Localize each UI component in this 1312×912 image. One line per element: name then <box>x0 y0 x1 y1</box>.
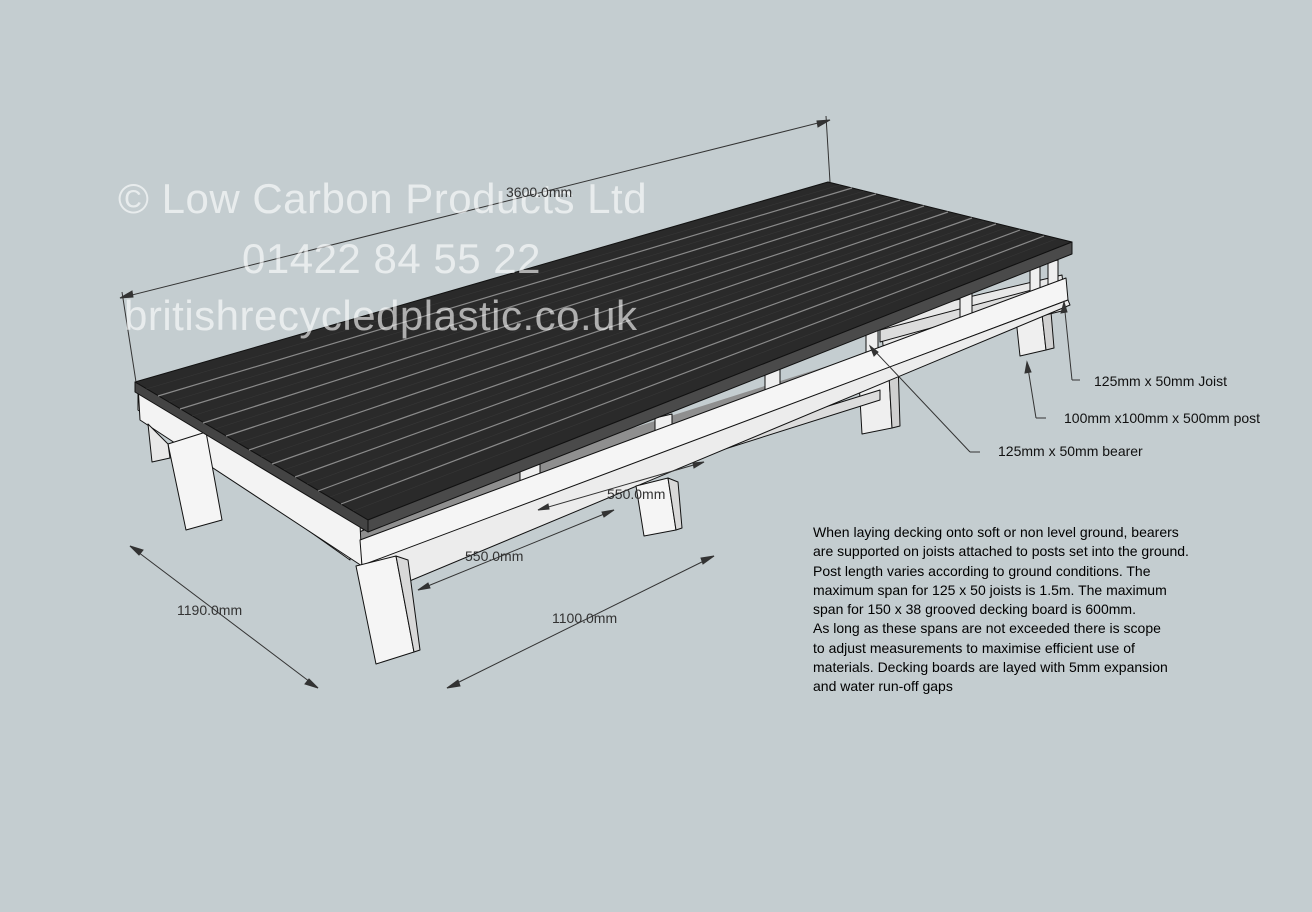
installation-note: When laying decking onto soft or non lev… <box>813 523 1273 697</box>
callout-post: 100mm x100mm x 500mm post <box>1064 410 1261 426</box>
dimension-width: 1190.0mm <box>177 602 243 618</box>
note-line: to adjust measurements to maximise effic… <box>813 639 1135 656</box>
watermark-website: britishrecycledplastic.co.uk <box>124 292 638 339</box>
dimension-length: 3600.0mm <box>506 184 573 200</box>
dimension-bearer-spacing-front: 550.0mm <box>465 548 524 564</box>
dimension-post-spacing: 1100.0mm <box>552 610 618 626</box>
watermark-company: © Low Carbon Products Ltd <box>118 175 648 222</box>
deck-left-edge <box>134 381 369 533</box>
note-line: are supported on joists attached to post… <box>813 543 1189 560</box>
dimension-bearer-spacing-back: 550.0mm <box>607 486 666 502</box>
callout-bearer: 125mm x 50mm bearer <box>998 443 1143 459</box>
callout-joist: 125mm x 50mm Joist <box>1094 373 1228 389</box>
note-line: Post length varies according to ground c… <box>813 562 1151 579</box>
watermark-phone: 01422 84 55 22 <box>242 235 541 282</box>
note-line: span for 150 x 38 grooved decking board … <box>813 601 1136 618</box>
note-line: When laying decking onto soft or non lev… <box>813 524 1179 540</box>
post-front-left <box>167 431 223 531</box>
board-gaps <box>157 187 1045 505</box>
dimension-lines <box>119 115 1080 689</box>
note-line: As long as these spans are not exceeded … <box>813 620 1161 637</box>
note-line: materials. Decking boards are layed with… <box>813 659 1168 676</box>
note-line: and water run-off gaps <box>813 678 953 695</box>
note-line: maximum span for 125 x 50 joists is 1.5m… <box>813 581 1167 598</box>
